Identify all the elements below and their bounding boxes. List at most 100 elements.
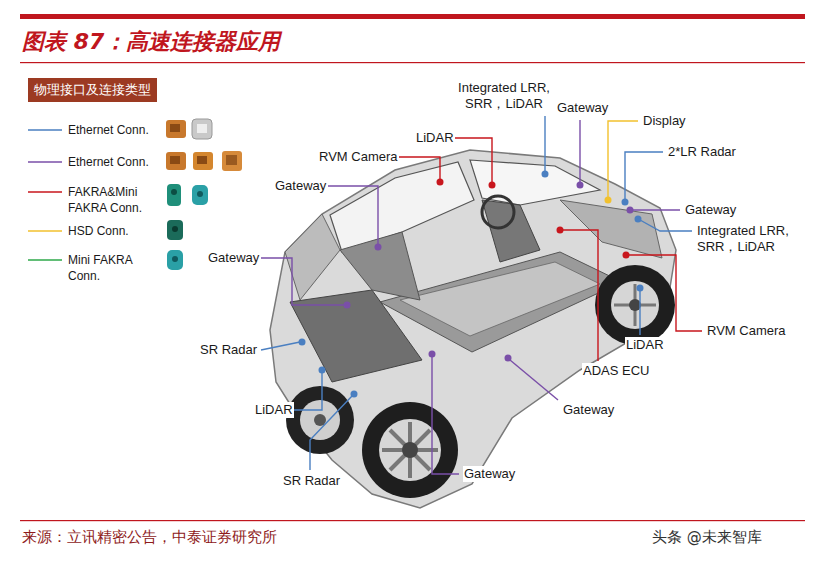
connector-icons-part: [197, 191, 203, 197]
leader-dots-part: [627, 207, 634, 214]
callout-label: ADAS ECU: [582, 363, 650, 379]
leader-dots-part: [319, 367, 326, 374]
legend-samples: [28, 130, 62, 260]
legend-samples-part: [28, 191, 62, 193]
leader-lines-part: [397, 157, 440, 180]
legend-samples-part: [28, 230, 62, 232]
legend-samples-part: [28, 259, 62, 261]
callout-label: SR Radar: [282, 473, 341, 489]
callout-label: Gateway: [207, 250, 260, 266]
car-illustration-part: [482, 196, 514, 228]
car-illustration-part: [402, 442, 418, 458]
callout-label: Gateway: [684, 202, 737, 218]
car-illustration-part: [614, 284, 656, 326]
callout-label: Integrated LRR, SRR，LiDAR: [447, 80, 561, 112]
connector-icons-part: [192, 119, 212, 139]
legend-entry: HSD Conn.: [68, 223, 164, 239]
callout-label: Display: [642, 113, 687, 129]
connector-icons-part: [167, 250, 183, 270]
connector-icons-part: [197, 124, 207, 133]
legend-text: Mini FAKRA Conn.: [68, 253, 132, 283]
figure-title: 图表 87：高速连接器应用: [22, 28, 280, 56]
callout-label: RVM Camera: [318, 149, 399, 165]
leader-lines-part: [261, 342, 300, 350]
car-illustration-part: [482, 200, 540, 262]
connector-icons-part: [197, 156, 207, 164]
leader-lines-part: [639, 290, 640, 335]
leader-dots-part: [635, 216, 642, 223]
car-illustration-part: [340, 232, 420, 300]
legend-text: HSD Conn.: [68, 224, 129, 238]
car-illustration-part: [286, 386, 354, 454]
leader-lines-part: [632, 209, 680, 210]
connector-icons-part: [171, 189, 177, 195]
leader-lines: [261, 116, 702, 474]
leader-dots-part: [344, 302, 351, 309]
leader-dots-part: [622, 199, 629, 206]
leader-lines-part: [294, 372, 322, 410]
leader-dots-part: [489, 182, 496, 189]
frame-bars: [20, 14, 805, 521]
connector-icons-part: [167, 220, 183, 240]
car-illustration-part: [290, 290, 422, 382]
legend-samples-part: [28, 129, 62, 131]
car-illustration-part: [611, 281, 659, 329]
connector-icons-part: [166, 120, 186, 138]
callout-label: RVM Camera: [706, 323, 787, 339]
car-illustration-part: [380, 252, 622, 352]
connector-icons-part: [170, 124, 180, 132]
callout-label: SR Radar: [199, 342, 258, 358]
car-illustration-part: [400, 262, 600, 336]
frame-bars-part: [20, 14, 805, 19]
leader-lines-part: [310, 396, 352, 470]
callout-label: LiDAR: [254, 402, 294, 418]
leader-lines-part: [640, 220, 692, 231]
leader-dots-part: [375, 244, 382, 251]
car-illustration-part: [595, 265, 675, 345]
watermark: 头条 @未来智库: [652, 527, 762, 547]
leader-lines-part: [579, 120, 580, 183]
leader-dots-part: [623, 252, 630, 259]
leader-lines-part: [608, 121, 638, 198]
source-note: 来源：立讯精密公告，中泰证券研究所: [22, 527, 277, 547]
callout-label: Gateway: [556, 100, 609, 116]
leader-lines-part: [544, 116, 545, 172]
connector-icons-part: [167, 184, 181, 206]
car-illustration-part-part: [390, 430, 430, 470]
car-illustration-part: [300, 400, 340, 440]
leader-lines-part: [432, 356, 459, 474]
legend-header-box: 物理接口及连接类型: [28, 78, 157, 102]
car-illustration-part: [629, 299, 641, 311]
callout-label: Gateway: [274, 178, 327, 194]
car-illustration: [270, 150, 676, 508]
connector-icons: [166, 119, 242, 270]
legend-text: FAKRA&Mini FAKRA Conn.: [68, 185, 142, 215]
callout-label: Integrated LRR, SRR，LiDAR: [696, 223, 802, 255]
callout-label: Gateway: [463, 466, 516, 482]
callout-label: 2*LR Radar: [667, 144, 737, 160]
leader-lines-part: [455, 138, 492, 183]
frame-bars-part: [20, 62, 805, 63]
leader-dots-part: [637, 285, 644, 292]
leader-dots-part: [542, 171, 549, 178]
connector-icons-part: [192, 185, 208, 205]
callout-label: LiDAR: [415, 130, 455, 146]
car-illustration-part: [382, 422, 438, 478]
leader-dots-part: [299, 339, 306, 346]
leader-dots-part: [577, 182, 584, 189]
legend-text: Ethernet Conn.: [68, 155, 149, 169]
leader-lines-part: [562, 230, 598, 361]
car-illustration-part: [285, 214, 340, 300]
connector-icons-part: [172, 226, 178, 232]
leader-lines-part: [510, 360, 558, 400]
callout-label: Gateway: [562, 402, 615, 418]
connector-icons-part: [166, 152, 186, 170]
leader-dots-part: [351, 391, 358, 398]
box-text: 物理接口及连接类型: [34, 82, 163, 98]
leader-dots-part: [437, 179, 444, 186]
connector-icons-part: [193, 152, 213, 170]
leader-dots-part: [505, 355, 512, 362]
legend-entry: Ethernet Conn.: [68, 154, 164, 170]
leader-dots-part: [429, 351, 436, 358]
